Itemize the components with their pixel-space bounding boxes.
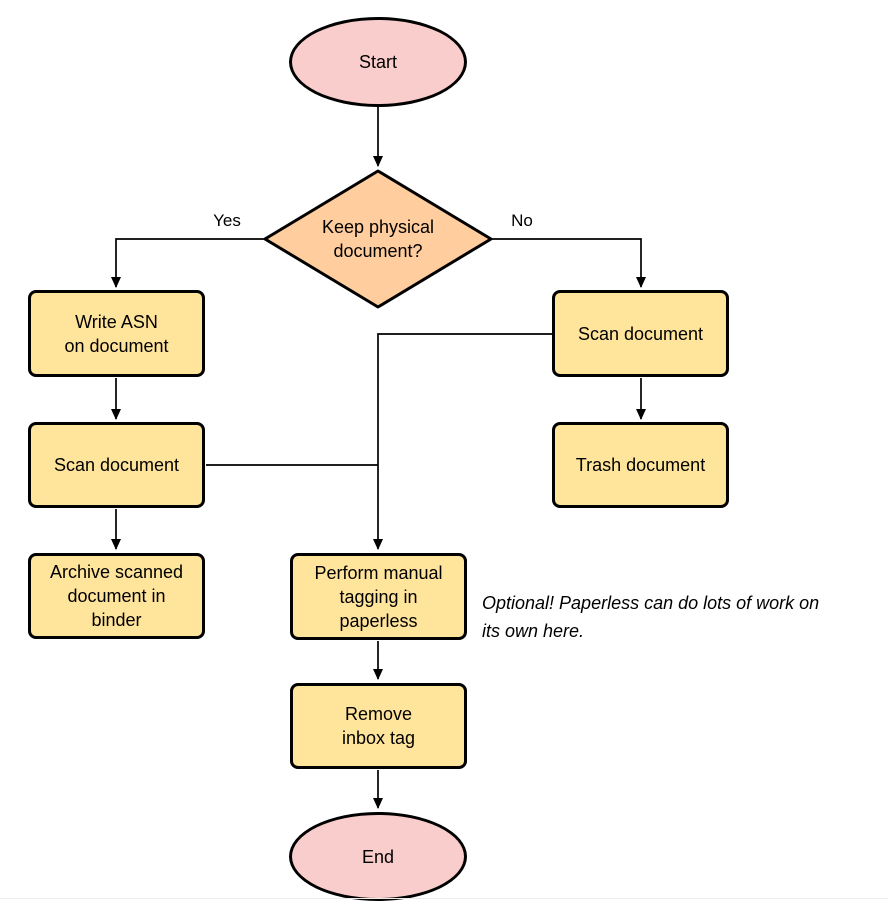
- scan-document-right-node-label: Scan document: [577, 323, 704, 344]
- archive-node-label: Archive scanned document in binder: [49, 562, 184, 630]
- manual-tagging-node: Perform manual tagging in paperless: [290, 553, 467, 640]
- decision-node: Keep physical document?: [283, 215, 473, 263]
- remove-inbox-tag-node-label: Remove inbox tag: [341, 704, 416, 748]
- connector-edges: [111, 107, 646, 809]
- trash-document-node: Trash document: [552, 422, 729, 508]
- manual-tagging-node-label: Perform manual tagging in paperless: [314, 562, 443, 631]
- start-node: Start: [289, 17, 467, 107]
- edge-label-yes: Yes: [213, 211, 241, 230]
- edge-decision-no: [490, 238, 646, 288]
- decision-node-label: Keep physical document?: [321, 217, 435, 261]
- optional-note-text: Optional! Paperless can do lots of work …: [482, 593, 820, 641]
- write-asn-node: Write ASN on document: [28, 290, 205, 377]
- bottom-divider: [0, 898, 888, 899]
- scan-document-right-node: Scan document: [552, 290, 729, 377]
- edge-label-no: No: [511, 211, 533, 230]
- remove-inbox-tag-node: Remove inbox tag: [290, 683, 467, 769]
- start-node-label: Start: [358, 52, 397, 72]
- trash-document-node-label: Trash document: [575, 455, 706, 475]
- end-node-label: End: [361, 846, 395, 867]
- decision-diamond-shape: [263, 169, 493, 309]
- end-node: End: [289, 812, 467, 901]
- write-asn-node-label: Write ASN on document: [64, 311, 169, 356]
- edge-decision-yes: [111, 238, 266, 288]
- edge-scanright-to-tagging: [373, 333, 552, 550]
- scan-document-left-node: Scan document: [28, 422, 205, 508]
- archive-node: Archive scanned document in binder: [28, 553, 205, 639]
- scan-document-left-node-label: Scan document: [53, 455, 180, 475]
